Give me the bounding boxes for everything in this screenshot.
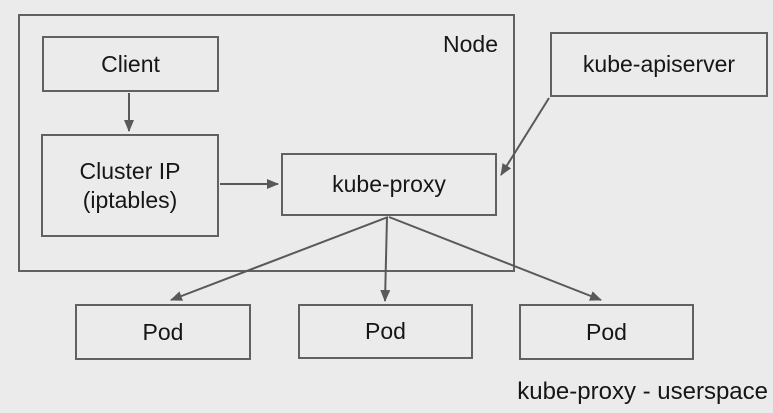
pod-middle-label: Pod <box>365 318 406 345</box>
cluster-ip-label: Cluster IP <box>79 157 181 184</box>
diagram-caption: kube-proxy - userspace <box>517 378 768 405</box>
kube-proxy-box: kube-proxy <box>281 153 497 216</box>
kube-apiserver-box: kube-apiserver <box>550 32 768 97</box>
kube-apiserver-label: kube-apiserver <box>582 51 736 78</box>
client-label: Client <box>101 50 160 77</box>
pod-box-right: Pod <box>519 304 694 360</box>
pod-right-label: Pod <box>586 318 627 345</box>
client-box: Client <box>42 36 219 92</box>
kube-proxy-label: kube-proxy <box>332 171 446 198</box>
pod-box-left: Pod <box>75 304 251 360</box>
cluster-ip-box: Cluster IP (iptables) <box>41 134 219 237</box>
pod-left-label: Pod <box>142 318 184 345</box>
pod-box-middle: Pod <box>298 304 473 359</box>
node-label: Node <box>443 31 498 57</box>
cluster-ip-sublabel: (iptables) <box>82 186 178 213</box>
